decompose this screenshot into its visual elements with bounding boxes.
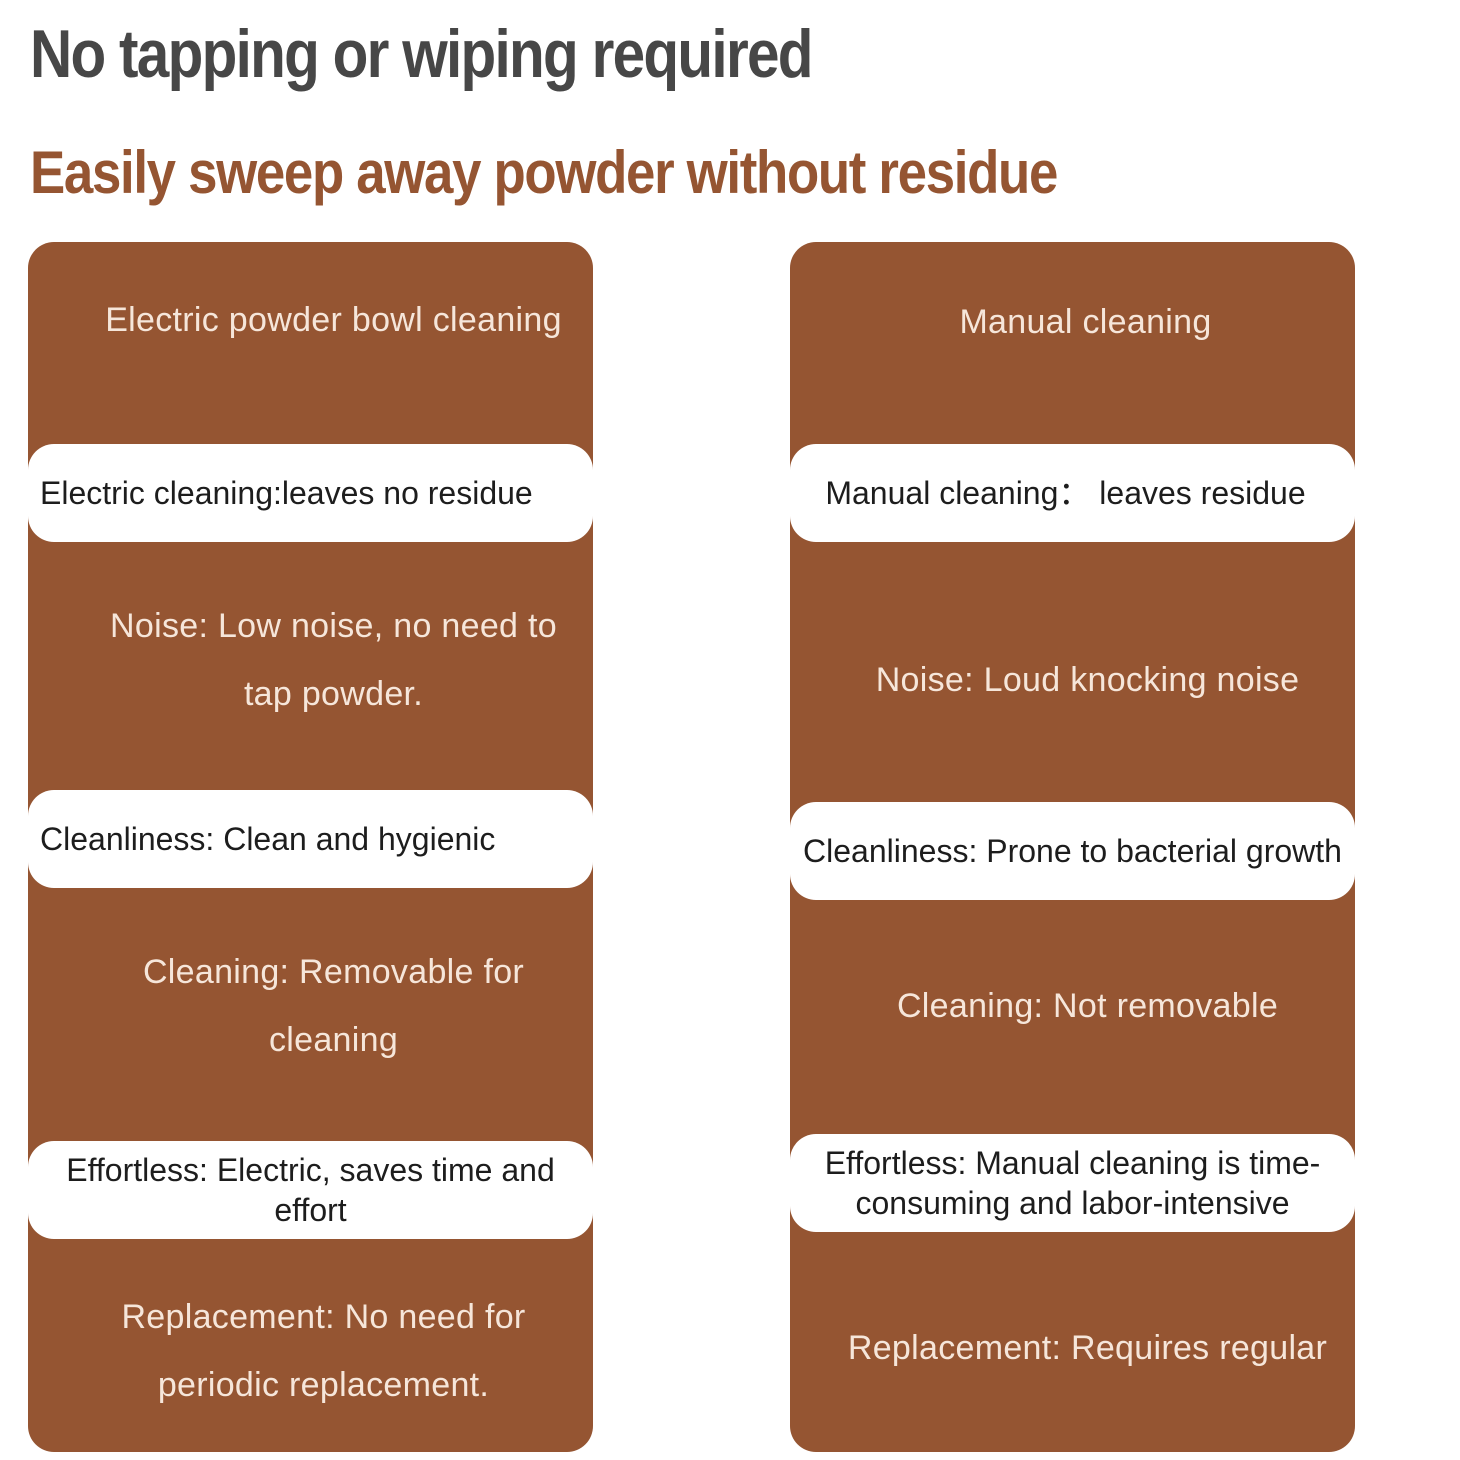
subheadline: Easily sweep away powder without residue xyxy=(30,139,1058,206)
electric-effortless-row: Effortless: Electric, saves time and eff… xyxy=(28,1141,593,1239)
manual-noise-row: Noise: Loud knocking noise xyxy=(875,661,1300,699)
manual-residue-row: Manual cleaning： leaves residue xyxy=(790,444,1355,542)
manual-effortless-row: Effortless: Manual cleaning is time-cons… xyxy=(790,1134,1355,1232)
headline: No tapping or wiping required xyxy=(30,16,814,92)
electric-cleaning-column: Electric powder bowl cleaning Electric c… xyxy=(28,242,593,1452)
manual-replacement-row: Replacement: Requires regular xyxy=(847,1329,1328,1367)
electric-noise-row: Noise: Low noise, no need to tap powder. xyxy=(110,607,557,713)
electric-cleaning-row: Cleaning: Removable for cleaning xyxy=(142,953,525,1059)
manual-column-title: Manual cleaning xyxy=(959,303,1212,341)
manual-cleaning-column: Manual cleaning Manual cleaning： leaves … xyxy=(790,242,1355,1452)
electric-cleanliness-row: Cleanliness: Clean and hygienic xyxy=(28,790,593,888)
manual-cleaning-row: Cleaning: Not removable xyxy=(896,987,1279,1025)
manual-cleanliness-row: Cleanliness: Prone to bacterial growth xyxy=(790,802,1355,900)
electric-replacement-row: Replacement: No need for periodic replac… xyxy=(121,1298,526,1404)
electric-residue-row: Electric cleaning:leaves no residue xyxy=(28,444,593,542)
electric-column-title: Electric powder bowl cleaning xyxy=(105,301,562,339)
